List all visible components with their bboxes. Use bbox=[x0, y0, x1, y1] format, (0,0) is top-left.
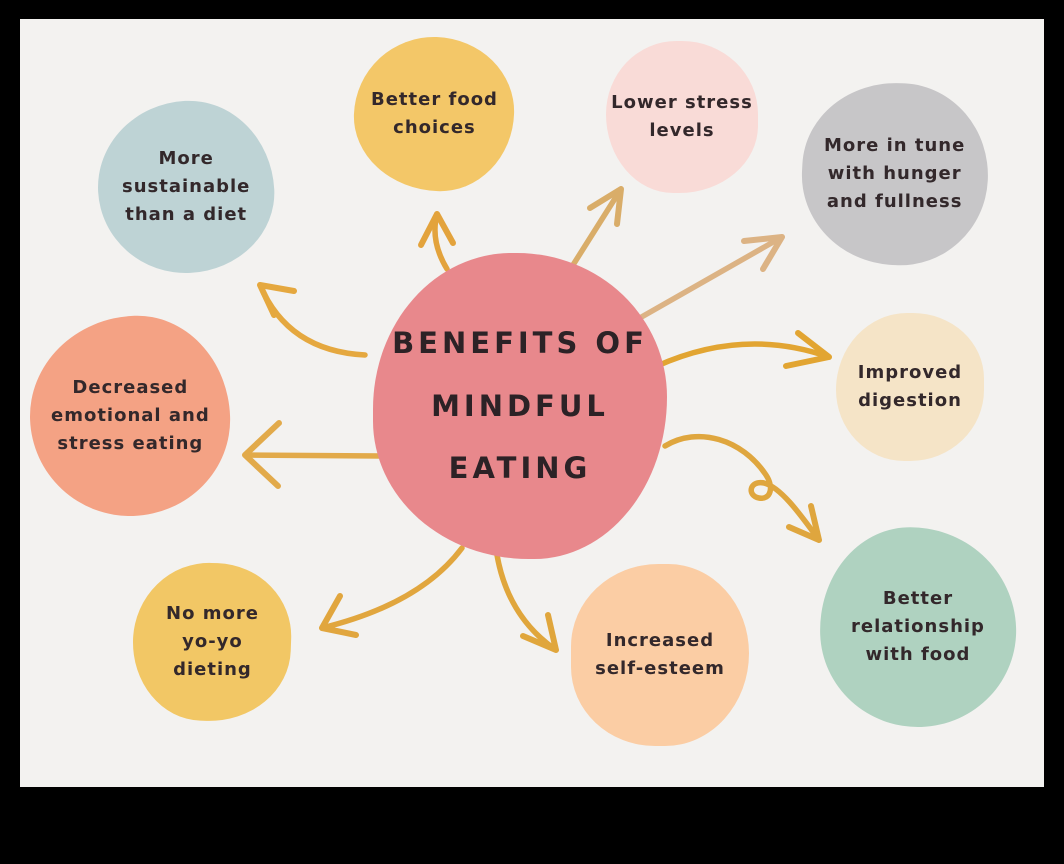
arrow-to-no-more-yoyo bbox=[319, 545, 465, 638]
node-label: Better relationship with food bbox=[851, 588, 985, 665]
node-improved-digestion: Improved digestion bbox=[836, 313, 984, 461]
arrow-to-better-relationship bbox=[662, 433, 822, 543]
arrow-to-more-in-tune bbox=[635, 234, 785, 322]
arrow-to-decreased-emotional bbox=[242, 420, 386, 489]
node-lower-stress-levels: Lower stress levels bbox=[606, 41, 758, 193]
arrow-to-lower-stress-levels bbox=[570, 186, 624, 268]
mindmap-canvas: BENEFITS OF MINDFUL EATING More sustaina… bbox=[20, 19, 1044, 787]
node-label: Lower stress levels bbox=[611, 92, 753, 141]
node-label: Better food choices bbox=[370, 89, 498, 138]
center-node: BENEFITS OF MINDFUL EATING bbox=[373, 253, 667, 559]
node-label: More in tune with hunger and fullness bbox=[824, 135, 966, 212]
node-label: Decreased emotional and stress eating bbox=[50, 377, 210, 454]
node-increased-self-esteem: Increased self-esteem bbox=[571, 564, 749, 746]
arrow-to-better-food-choices bbox=[418, 211, 456, 272]
center-node-label: BENEFITS OF MINDFUL EATING bbox=[392, 326, 648, 486]
arrow-to-more-sustainable bbox=[257, 282, 368, 358]
node-label: More sustainable than a diet bbox=[121, 148, 251, 225]
connector-arrows bbox=[242, 186, 832, 653]
node-label: Improved digestion bbox=[857, 362, 963, 411]
arrow-to-increased-self-esteem bbox=[494, 552, 559, 653]
arrow-to-improved-digestion bbox=[654, 330, 832, 369]
node-label: No more yo-yo dieting bbox=[165, 603, 259, 680]
node-label: Increased self-esteem bbox=[595, 630, 725, 679]
